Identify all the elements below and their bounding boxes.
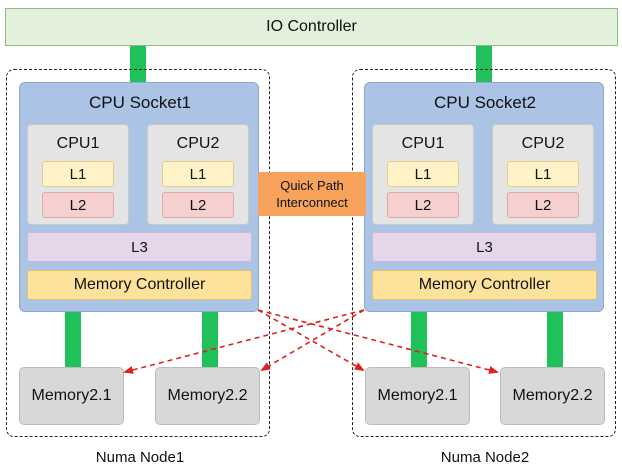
- l3-cache: L3: [27, 232, 252, 262]
- memory-bus: [65, 312, 81, 367]
- l2-cache: L2: [387, 192, 459, 218]
- quick-path-interconnect: Quick Path Interconnect: [258, 172, 366, 216]
- io-bus-node1: [130, 46, 146, 82]
- memory-bus: [202, 312, 218, 367]
- numa-node-label: Numa Node2: [440, 448, 530, 466]
- cpu-core: CPU1 L1 L2: [372, 124, 474, 225]
- io-controller: IO Controller: [5, 8, 618, 46]
- remote-access-arrow: [257, 309, 365, 371]
- io-controller-label: IO Controller: [266, 18, 357, 35]
- cpu-name: CPU2: [521, 135, 565, 152]
- cpu-name: CPU1: [56, 135, 100, 152]
- cpu-core: CPU2 L1 L2: [147, 124, 249, 225]
- l1-cache: L1: [162, 161, 234, 187]
- memory-module: Memory2.1: [19, 367, 124, 425]
- io-bus-node2: [476, 46, 492, 82]
- memory-controller: Memory Controller: [372, 270, 597, 300]
- cpu-socket-2: CPU Socket2 CPU1 L1 L2 CPU2 L1 L2 L3 Mem…: [364, 82, 604, 312]
- cpu-socket-1: CPU Socket1 CPU1 L1 L2 CPU2 L1 L2 L3 Mem…: [19, 82, 259, 312]
- remote-access-arrow: [260, 309, 365, 372]
- cpu-core: CPU1 L1 L2: [27, 124, 129, 225]
- l3-cache: L3: [372, 232, 597, 262]
- qpi-label-line1: Quick Path: [280, 178, 344, 193]
- socket-title: CPU Socket2: [433, 93, 537, 112]
- l2-cache: L2: [42, 192, 114, 218]
- numa-node-label: Numa Node1: [95, 448, 185, 466]
- remote-access-arrow: [123, 309, 365, 374]
- l1-cache: L1: [42, 161, 114, 187]
- cpu-core: CPU2 L1 L2: [492, 124, 594, 225]
- numa-node-2: [352, 69, 616, 437]
- numa-node-1: [6, 69, 270, 437]
- memory-bus: [547, 312, 563, 367]
- cpu-name: CPU2: [176, 135, 220, 152]
- memory-module: Memory2.1: [365, 367, 470, 425]
- cpu-name: CPU1: [401, 135, 445, 152]
- socket-title: CPU Socket1: [88, 93, 192, 112]
- memory-controller: Memory Controller: [27, 270, 252, 300]
- memory-module: Memory2.2: [155, 367, 260, 425]
- l1-cache: L1: [507, 161, 579, 187]
- l2-cache: L2: [162, 192, 234, 218]
- qpi-label-line2: Interconnect: [276, 195, 348, 210]
- l2-cache: L2: [507, 192, 579, 218]
- l1-cache: L1: [387, 161, 459, 187]
- memory-module: Memory2.2: [500, 367, 605, 425]
- remote-access-arrow: [257, 309, 499, 374]
- memory-bus: [411, 312, 427, 367]
